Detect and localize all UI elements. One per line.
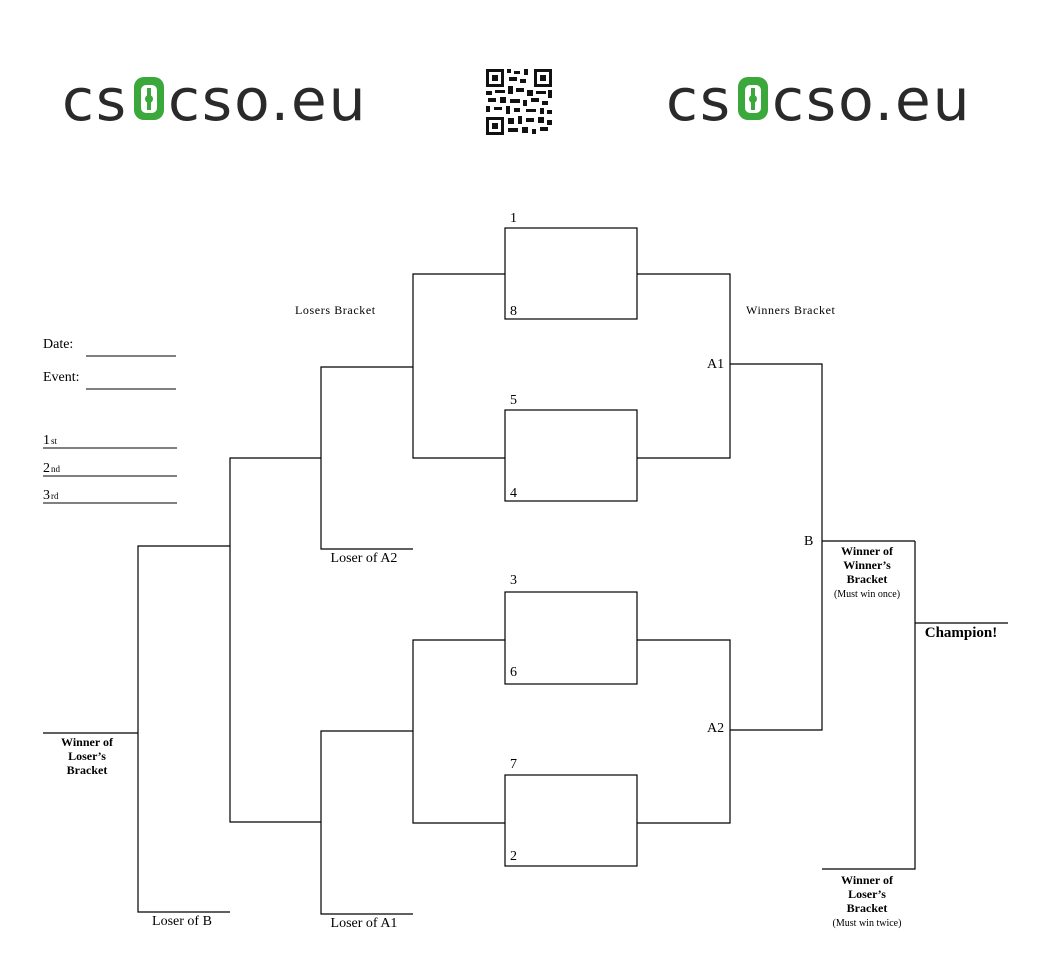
winner-losers-bracket-left: Winner of Loser’s Bracket xyxy=(61,735,114,777)
match-box-3[interactable] xyxy=(504,591,638,685)
match-a2-label: A2 xyxy=(707,721,724,736)
winners-connector-a1 xyxy=(637,273,731,459)
info-form: Date: Event: 1 st 2 nd 3 rd xyxy=(43,337,177,504)
event-label: Event: xyxy=(43,370,80,385)
losers-connector-semis xyxy=(229,457,321,823)
place-2-num: 2 xyxy=(43,461,50,476)
loser-of-a1-label: Loser of A1 xyxy=(331,916,398,931)
loser-of-b-label: Loser of B xyxy=(152,914,212,929)
wlb-right-note: (Must win twice) xyxy=(833,918,902,929)
wwb-note: (Must win once) xyxy=(834,589,900,600)
logo-left-text-a: cs xyxy=(62,66,128,134)
seed-1-bottom: 8 xyxy=(510,304,517,319)
losers-connector-a2 xyxy=(320,366,413,550)
final-connector xyxy=(822,541,916,870)
seed-4-top: 7 xyxy=(510,757,517,772)
wwb-line-3: Bracket xyxy=(847,572,888,586)
wlb-right-line-3: Bracket xyxy=(847,901,888,915)
wlb-left-line-1: Winner of xyxy=(61,735,114,749)
logo-right-badge-icon xyxy=(738,77,768,120)
winners-connector-b xyxy=(730,363,823,731)
match-a1-label: A1 xyxy=(707,357,724,372)
losers-connector-b xyxy=(137,545,230,913)
logo-right-text-a: cs xyxy=(666,66,732,134)
place-1-num: 1 xyxy=(43,433,50,448)
match-b-label: B xyxy=(804,534,813,549)
wlb-right-line-2: Loser’s xyxy=(848,887,886,901)
logo-right: cs cso.eu xyxy=(666,66,971,134)
losers-connector-a1 xyxy=(320,730,413,915)
logo-left: cs cso.eu xyxy=(62,66,367,134)
date-label: Date: xyxy=(43,337,73,352)
seed-2-bottom: 4 xyxy=(510,486,517,501)
winners-bracket-title: Winners Bracket xyxy=(746,303,836,317)
place-3-num: 3 xyxy=(43,488,50,503)
match-box-1[interactable] xyxy=(504,227,638,320)
winners-connector-a2 xyxy=(637,639,731,824)
logo-left-badge-icon xyxy=(134,77,164,120)
losers-bracket-title: Losers Bracket xyxy=(295,303,376,317)
match-box-4[interactable] xyxy=(504,774,638,867)
seed-3-bottom: 6 xyxy=(510,665,517,680)
seed-1-top: 1 xyxy=(510,211,517,226)
logo-left-text-b: cso.eu xyxy=(168,66,367,134)
losers-connector-bottom xyxy=(412,639,505,824)
wwb-line-1: Winner of xyxy=(841,544,894,558)
wlb-right-line-1: Winner of xyxy=(841,873,894,887)
bracket-lines xyxy=(43,227,1008,915)
seed-4-bottom: 2 xyxy=(510,849,517,864)
place-3-suffix: rd xyxy=(51,491,59,501)
winner-losers-bracket-right: Winner of Loser’s Bracket (Must win twic… xyxy=(833,873,902,929)
place-1-suffix: st xyxy=(51,436,58,446)
champion-label: Champion! xyxy=(925,625,998,641)
logo-right-text-b: cso.eu xyxy=(772,66,971,134)
place-2-suffix: nd xyxy=(51,464,61,474)
qr-code-icon xyxy=(485,68,553,136)
match-box-2[interactable] xyxy=(504,409,638,502)
loser-of-a2-label: Loser of A2 xyxy=(331,551,398,566)
wlb-left-line-3: Bracket xyxy=(67,763,108,777)
seed-3-top: 3 xyxy=(510,573,517,588)
winner-winners-bracket: Winner of Winner’s Bracket (Must win onc… xyxy=(834,544,900,600)
seed-2-top: 5 xyxy=(510,393,517,408)
wwb-line-2: Winner’s xyxy=(843,558,891,572)
wlb-left-line-2: Loser’s xyxy=(68,749,106,763)
losers-connector-top xyxy=(412,273,505,459)
